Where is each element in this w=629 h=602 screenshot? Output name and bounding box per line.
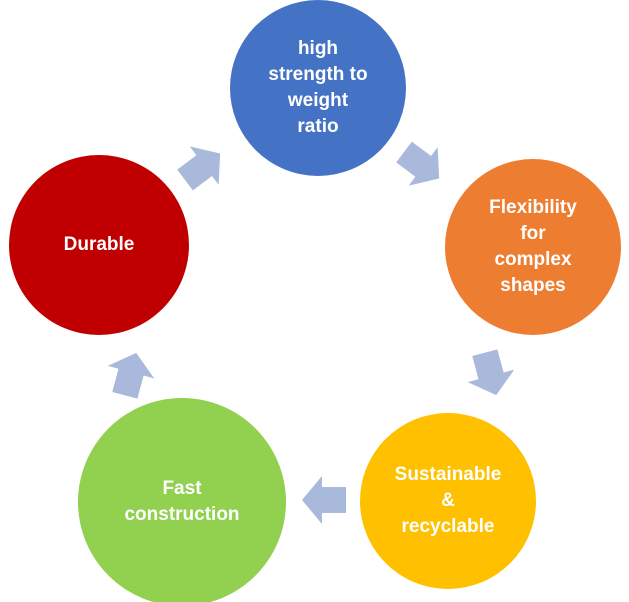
node-strength-label-line: high: [298, 38, 338, 59]
node-strength-label-line: strength to: [268, 64, 367, 85]
arrows-layer: [107, 141, 515, 524]
cycle-arrow-1: [396, 141, 440, 186]
node-durable-label-line: Durable: [64, 234, 135, 255]
node-flexibility-label-line: complex: [494, 249, 572, 270]
cycle-arrow-3: [302, 476, 346, 524]
node-fast-circle: [78, 398, 286, 602]
node-fast: Fast construction: [78, 398, 286, 602]
node-durable-circle: [9, 155, 189, 335]
node-sustainable-label-line: recyclable: [402, 516, 495, 537]
cycle-arrow-2: [467, 349, 515, 396]
node-flexibility-label-line: for: [520, 223, 546, 244]
cycle-arrow-4: [107, 352, 155, 399]
node-flexibility-label-line: shapes: [500, 275, 565, 296]
node-sustainable-label-line: &: [441, 490, 455, 511]
node-sustainable: Sustainable & recyclable: [360, 413, 536, 589]
node-strength-label-line: weight: [287, 90, 349, 111]
node-flexibility-label-line: Flexibility: [489, 197, 577, 218]
node-durable: Durable: [9, 155, 189, 335]
node-fast-label-line: construction: [124, 504, 239, 525]
node-sustainable-label-line: Sustainable: [395, 464, 502, 485]
node-strength: high strength to weight ratio: [230, 0, 406, 176]
cycle-arrow-5: [177, 146, 221, 191]
node-flexibility: Flexibility for complex shapes: [445, 159, 621, 335]
node-flexibility-circle: [445, 159, 621, 335]
node-fast-label-line: Fast: [162, 478, 202, 499]
node-sustainable-circle: [360, 413, 536, 589]
node-strength-label-line: ratio: [297, 116, 338, 137]
node-strength-circle: [230, 0, 406, 176]
